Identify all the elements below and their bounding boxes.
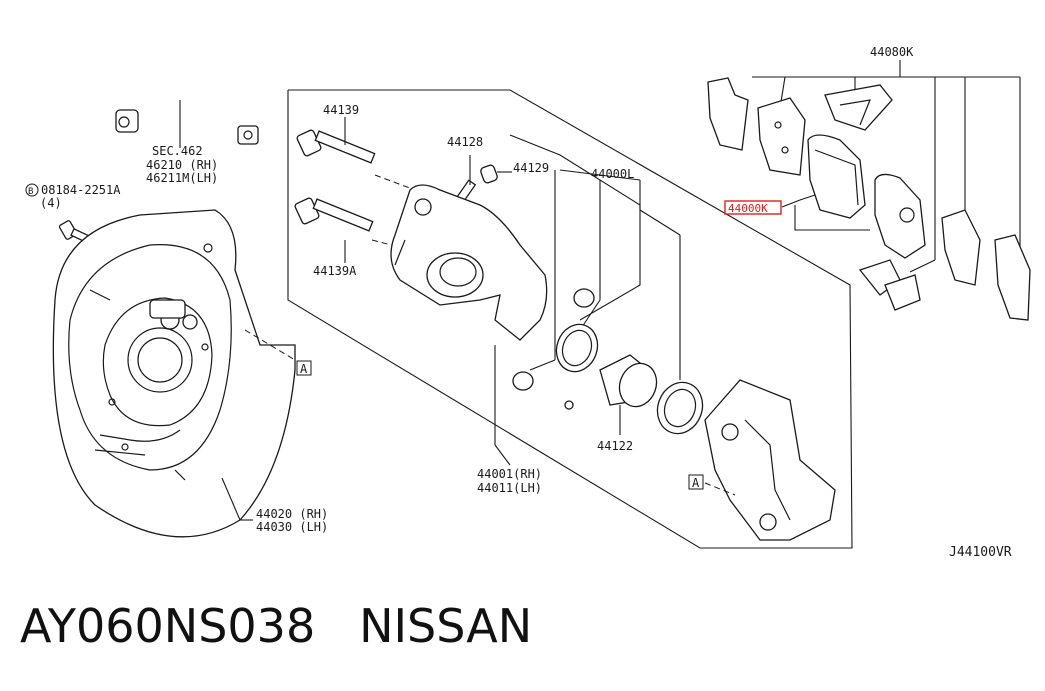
pads-highlight-box — [724, 200, 782, 215]
label-bolt-circle: B — [28, 187, 33, 197]
svg-text:A: A — [692, 476, 700, 490]
label-caliper-rh: 44001(RH) — [477, 467, 542, 481]
backing-plate — [52, 209, 296, 538]
label-pin-upper: 44139 — [323, 103, 359, 117]
brake-pad-inner — [807, 134, 866, 219]
pad-kit — [752, 60, 1021, 273]
label-pads: 44000K — [728, 202, 768, 215]
leader-lines — [240, 117, 511, 521]
label-plate-rh: 44020 (RH) — [256, 507, 328, 521]
label-plate-lh: 44030 (LH) — [256, 520, 328, 534]
seal-kit — [512, 169, 681, 410]
brake-pad-outer — [874, 173, 926, 259]
diagram-id: J44100VR — [949, 545, 1012, 560]
pads-pointer — [781, 194, 870, 231]
label-bolt-qty: (4) — [40, 196, 62, 210]
label-seal-kit: 44000L — [591, 167, 634, 181]
pad-clips-lower — [858, 259, 921, 311]
label-pin-lower: 44139A — [313, 264, 357, 278]
label-caliper-lh: 44011(LH) — [477, 481, 542, 495]
caliper-body — [390, 184, 548, 445]
anti-squeal-shim-right — [941, 209, 1031, 321]
pad-clips-upper — [824, 84, 893, 131]
guide-pin-lower — [294, 197, 411, 251]
label-piston: 44122 — [597, 439, 633, 453]
label-hose-lh: 46211M(LH) — [146, 171, 218, 185]
caliper-piston — [599, 354, 704, 435]
caliper-bracket — [704, 379, 836, 541]
brake-hose — [115, 70, 259, 148]
label-pad-kit: 44080K — [870, 45, 914, 59]
label-hose-rh: 46210 (RH) — [146, 158, 218, 172]
label-bleeder-cap: 44129 — [513, 161, 549, 175]
label-bleeder: 44128 — [447, 135, 483, 149]
anti-squeal-shim-left — [707, 77, 806, 176]
svg-text:A: A — [300, 362, 308, 376]
ref-box-a-bracket: A — [688, 474, 704, 490]
bleeder-cap — [480, 164, 512, 184]
guide-pin-upper — [296, 129, 416, 191]
label-sec462: SEC.462 — [152, 144, 203, 158]
part-number-caption: AY060NS038 NISSAN — [20, 599, 533, 653]
ref-box-a: A — [296, 360, 312, 376]
bolt-marker-circle — [25, 183, 39, 197]
label-bolt-code: 08184-2251A — [41, 183, 121, 197]
